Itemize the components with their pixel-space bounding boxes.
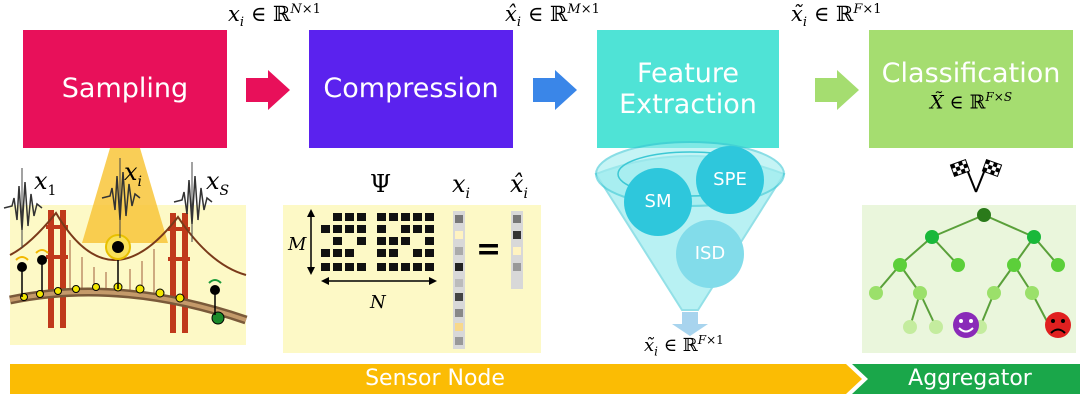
sampling-label: Sampling: [61, 73, 189, 105]
aggregator-label: Aggregator: [908, 366, 1032, 391]
compression-block: Compression: [309, 30, 513, 148]
feature-sm: SM: [624, 168, 692, 236]
sensor-node-label: Sensor Node: [365, 366, 505, 391]
matrix-rows-label: M: [288, 234, 307, 255]
classification-label: Classification: [881, 57, 1061, 89]
compression-label: Compression: [323, 73, 499, 105]
dim-after-sampling: xi ∈ ℝN×1: [228, 2, 321, 31]
arrow-compression-to-features: [533, 70, 577, 110]
dim-funnel-output: x̃i ∈ ℝF×1: [644, 333, 724, 359]
feature-spe: SPE: [696, 146, 764, 214]
classification-math: X̃ ∈ ℝF×S: [929, 89, 1013, 114]
feature-label-line2: Extraction: [619, 89, 757, 120]
equals-sign: =: [476, 232, 502, 267]
bridge-illustration: [9, 210, 248, 333]
checkered-flags-icon: [949, 158, 1003, 193]
sampling-block: Sampling: [23, 30, 227, 148]
signal-waveform-1: [3, 168, 43, 248]
dim-after-compression: x̂i ∈ ℝM×1: [505, 2, 600, 31]
signal-waveform-s: [173, 162, 213, 242]
feature-label-line1: Feature: [636, 57, 740, 89]
sensor-label-first: x1: [34, 167, 57, 199]
matrix-symbol: Ψ: [370, 170, 392, 198]
input-vector-label: xi: [452, 170, 471, 202]
bottom-bar: [10, 364, 1080, 394]
sensor-label-middle: xi: [124, 158, 143, 190]
arrow-sampling-to-compression: [246, 70, 290, 110]
matrix-cols-label: N: [370, 292, 386, 313]
arrow-features-to-classification: [815, 70, 859, 110]
classification-block: Classification X̃ ∈ ℝF×S: [869, 30, 1073, 148]
sensor-label-last: xS: [206, 167, 230, 199]
feature-extraction-block: Feature Extraction: [597, 30, 779, 148]
decision-tree: [869, 208, 1071, 338]
sensing-matrix: [307, 209, 523, 349]
signal-waveform-i: [101, 158, 141, 238]
feature-isd: ISD: [676, 220, 744, 288]
dim-after-features: x̃i ∈ ℝF×1: [791, 2, 882, 31]
output-vector-label: x̂i: [510, 170, 529, 202]
